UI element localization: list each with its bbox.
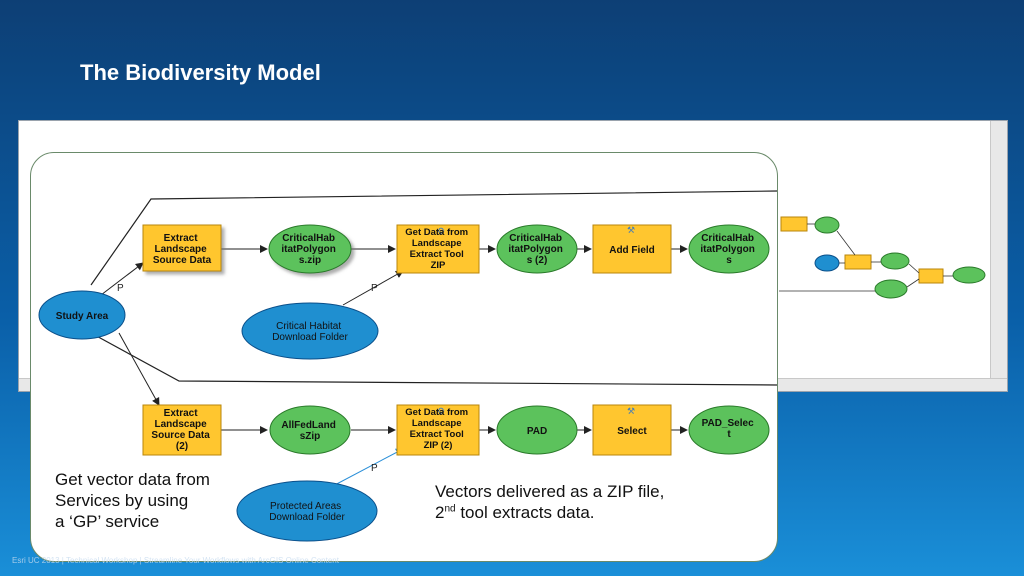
caption-left: Get vector data from Services by using a…	[55, 470, 210, 531]
svg-text:Protected Areas Downlo: Protected Areas Download Folder	[269, 501, 345, 523]
node-extract-landscape-source-data-2[interactable]: Extract Landscape Source Data (2)	[142, 404, 222, 456]
precondition-label-1: P	[117, 283, 124, 294]
precondition-label-2: P	[371, 283, 378, 294]
model-builder-panel: P P P Study Area Extract Landscape Sourc…	[30, 152, 778, 562]
svg-text:CriticalHab itatPolygo: CriticalHab itatPolygon s	[700, 233, 757, 266]
svg-text:PAD_Selec t: PAD_Selec t	[702, 418, 757, 440]
connector-folder1	[342, 270, 404, 306]
node-criticalhabitat-2[interactable]: CriticalHab itatPolygon s (2)	[496, 224, 578, 274]
hammer-icon: ⚒	[627, 225, 635, 235]
svg-text:PAD: PAD	[527, 426, 547, 437]
caption-right: Vectors delivered as a ZIP file, 2nd too…	[435, 482, 665, 522]
svg-text:AllFedLand sZip: AllFedLand sZip	[281, 420, 338, 442]
node-pad-select[interactable]: PAD_Selec t	[688, 405, 770, 455]
hammer-icon: ⚒	[627, 406, 635, 416]
footer-text: Esri UC 2013 | Technical Workshop | Stre…	[12, 556, 339, 565]
node-criticalhabitat-zip[interactable]: CriticalHab itatPolygon s.zip	[268, 224, 352, 274]
svg-text:Extract Landscape: Extract Landscape Source Data	[153, 233, 212, 266]
connector-folder2	[330, 448, 404, 488]
svg-text:Get Data from Landscap: Get Data from Landscape Extract Tool ZIP	[405, 227, 470, 271]
svg-text:Critical Habitat Downl: Critical Habitat Download Folder	[272, 321, 348, 343]
slide-title: The Biodiversity Model	[80, 60, 321, 85]
node-critical-habitat-download-folder[interactable]: Critical Habitat Download Folder	[241, 302, 379, 360]
node-study-area[interactable]: Study Area	[38, 290, 126, 340]
tool-icon: ⚙	[437, 406, 445, 416]
node-criticalhabitat-polygons[interactable]: CriticalHab itatPolygon s	[688, 224, 770, 274]
svg-text:Get Data from Landscap: Get Data from Landscape Extract Tool ZIP…	[405, 407, 470, 451]
node-label: Study Area	[56, 311, 109, 322]
connector-study-extract1	[100, 262, 144, 296]
precondition-label-3: P	[371, 463, 378, 474]
node-allfedlandszip[interactable]: AllFedLand sZip	[269, 405, 351, 455]
node-get-data-from-zip[interactable]: ⚙ Get Data from Landscape Extract Tool Z…	[396, 224, 480, 274]
node-extract-landscape-source-data[interactable]: Extract Landscape Source Data	[142, 224, 222, 272]
connector-study-extract2	[118, 332, 160, 406]
background-model-thumbnail	[779, 216, 986, 299]
model-diagram: P P P Study Area Extract Landscape Sourc…	[38, 190, 777, 542]
svg-text:Select: Select	[617, 426, 647, 437]
svg-text:CriticalHab itatPolygo: CriticalHab itatPolygon s.zip	[281, 233, 338, 266]
node-add-field[interactable]: ⚒ Add Field	[592, 224, 672, 274]
svg-text:Extract Landscape: Extract Landscape Source Data (2)	[151, 408, 212, 452]
node-pad[interactable]: PAD	[496, 405, 578, 455]
vertical-scrollbar[interactable]	[990, 121, 1007, 391]
group-outline-middle	[90, 332, 777, 386]
node-get-data-from-zip-2[interactable]: ⚙ Get Data from Landscape Extract Tool Z…	[396, 404, 480, 456]
node-select[interactable]: ⚒ Select	[592, 404, 672, 456]
node-protected-areas-download-folder[interactable]: Protected Areas Download Folder	[236, 480, 378, 542]
group-outline-top	[90, 190, 777, 286]
tool-icon: ⚙	[437, 226, 445, 236]
svg-text:Add Field: Add Field	[609, 245, 655, 256]
svg-text:CriticalHab itatPolygo: CriticalHab itatPolygon s (2)	[508, 233, 565, 266]
